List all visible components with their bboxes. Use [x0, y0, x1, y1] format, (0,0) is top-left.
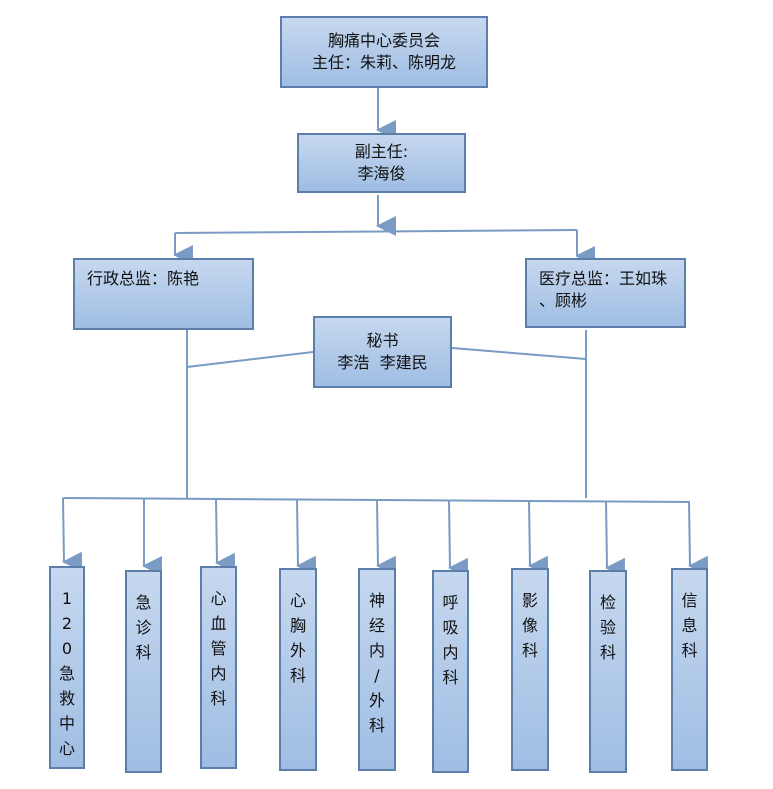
department-label-char: 内 [442, 643, 459, 662]
connector-dept-8 [605, 501, 626, 578]
connector-department-bus [62, 497, 691, 503]
admin-director-text: 行政总监：陈艳 [87, 269, 200, 288]
department-label-char: 呼 [442, 593, 459, 612]
department-box-information: 信息科 [671, 568, 708, 771]
department-label-char: 科 [681, 641, 698, 660]
department-box-imaging: 影像科 [511, 568, 549, 771]
vice-director-title: 副主任: [354, 142, 409, 161]
department-label-char: 心 [289, 591, 306, 610]
connector-dept-3 [215, 498, 236, 573]
department-label-char: 急 [58, 664, 75, 683]
department-label-char: 外 [289, 641, 306, 660]
connector-dept-9 [688, 501, 709, 576]
connector-dept-5 [376, 499, 397, 576]
department-label-char: 息 [681, 616, 698, 635]
department-label-char: 2 [61, 614, 73, 633]
department-label-char: 信 [681, 591, 698, 610]
department-label-char: 科 [210, 689, 227, 708]
department-box-neurology: 神经内 / 外科 [358, 568, 396, 771]
medical-director-line1: 医疗总监：王如珠 [539, 269, 668, 288]
department-label-char: 管 [210, 639, 227, 658]
department-label-char: 科 [135, 643, 152, 662]
department-label-char: 检 [599, 593, 616, 612]
connector-split-horizontal [174, 229, 578, 234]
committee-box: 胸痛中心委员会 主任：朱莉、陈明龙 [280, 16, 488, 88]
committee-directors: 主任：朱莉、陈明龙 [311, 53, 456, 72]
connector-secretary-left [186, 351, 314, 368]
department-box-emergency-center: 1 2 0 急救中心 [49, 566, 85, 769]
department-label-char: 内 [368, 641, 385, 660]
department-label-char: 验 [599, 618, 616, 637]
department-label-char: 1 [61, 589, 73, 608]
department-label-char: 吸 [442, 618, 459, 637]
department-label-char: 科 [289, 666, 306, 685]
department-label-char: 科 [442, 668, 459, 687]
department-label-char: 急 [135, 593, 152, 612]
secretary-box: 秘书 李浩 李建民 [313, 316, 452, 388]
department-label-char: 心 [210, 589, 227, 608]
medical-director-box: 医疗总监：王如珠 、顾彬 [525, 258, 686, 328]
department-box-cardiology: 心血管内科 [200, 566, 237, 769]
department-label-char: 救 [58, 689, 75, 708]
connector-secretary-right [451, 347, 587, 360]
department-label-char: 血 [210, 614, 227, 633]
department-box-respiratory: 呼吸内科 [432, 570, 469, 773]
vice-director-box: 副主任: 李海俊 [297, 133, 466, 193]
department-label-char: 诊 [135, 618, 152, 637]
department-label-char: 0 [61, 639, 73, 658]
department-label-char: 经 [368, 616, 385, 635]
department-label-char: 科 [368, 716, 385, 735]
department-box-cardiothoracic: 心胸外科 [279, 568, 317, 771]
connector-dept-7 [528, 500, 549, 576]
connector-dept-6 [448, 500, 469, 578]
department-label-char: 像 [521, 616, 538, 635]
secretary-title: 秘书 [366, 331, 399, 350]
connector-dept-1 [62, 497, 83, 572]
department-label-char: 内 [210, 664, 227, 683]
committee-title: 胸痛中心委员会 [327, 31, 440, 50]
department-label-char: 影 [521, 591, 538, 610]
department-label-char: 心 [58, 739, 75, 758]
department-label-char: 胸 [289, 616, 306, 635]
medical-director-line2: 、顾彬 [539, 291, 588, 310]
vice-director-name: 李海俊 [357, 164, 406, 183]
secretary-names: 李浩 李建民 [337, 353, 428, 372]
department-label-char: / [374, 666, 380, 685]
department-label-char: 中 [58, 714, 75, 733]
admin-director-box: 行政总监：陈艳 [73, 258, 254, 330]
department-box-emergency: 急诊科 [125, 570, 162, 773]
department-label-char: 科 [599, 643, 616, 662]
department-label-char: 科 [521, 641, 538, 660]
department-label-char: 神 [368, 591, 385, 610]
connector-dept-4 [296, 499, 317, 576]
department-label-char: 外 [368, 691, 385, 710]
department-box-laboratory: 检验科 [589, 570, 627, 773]
